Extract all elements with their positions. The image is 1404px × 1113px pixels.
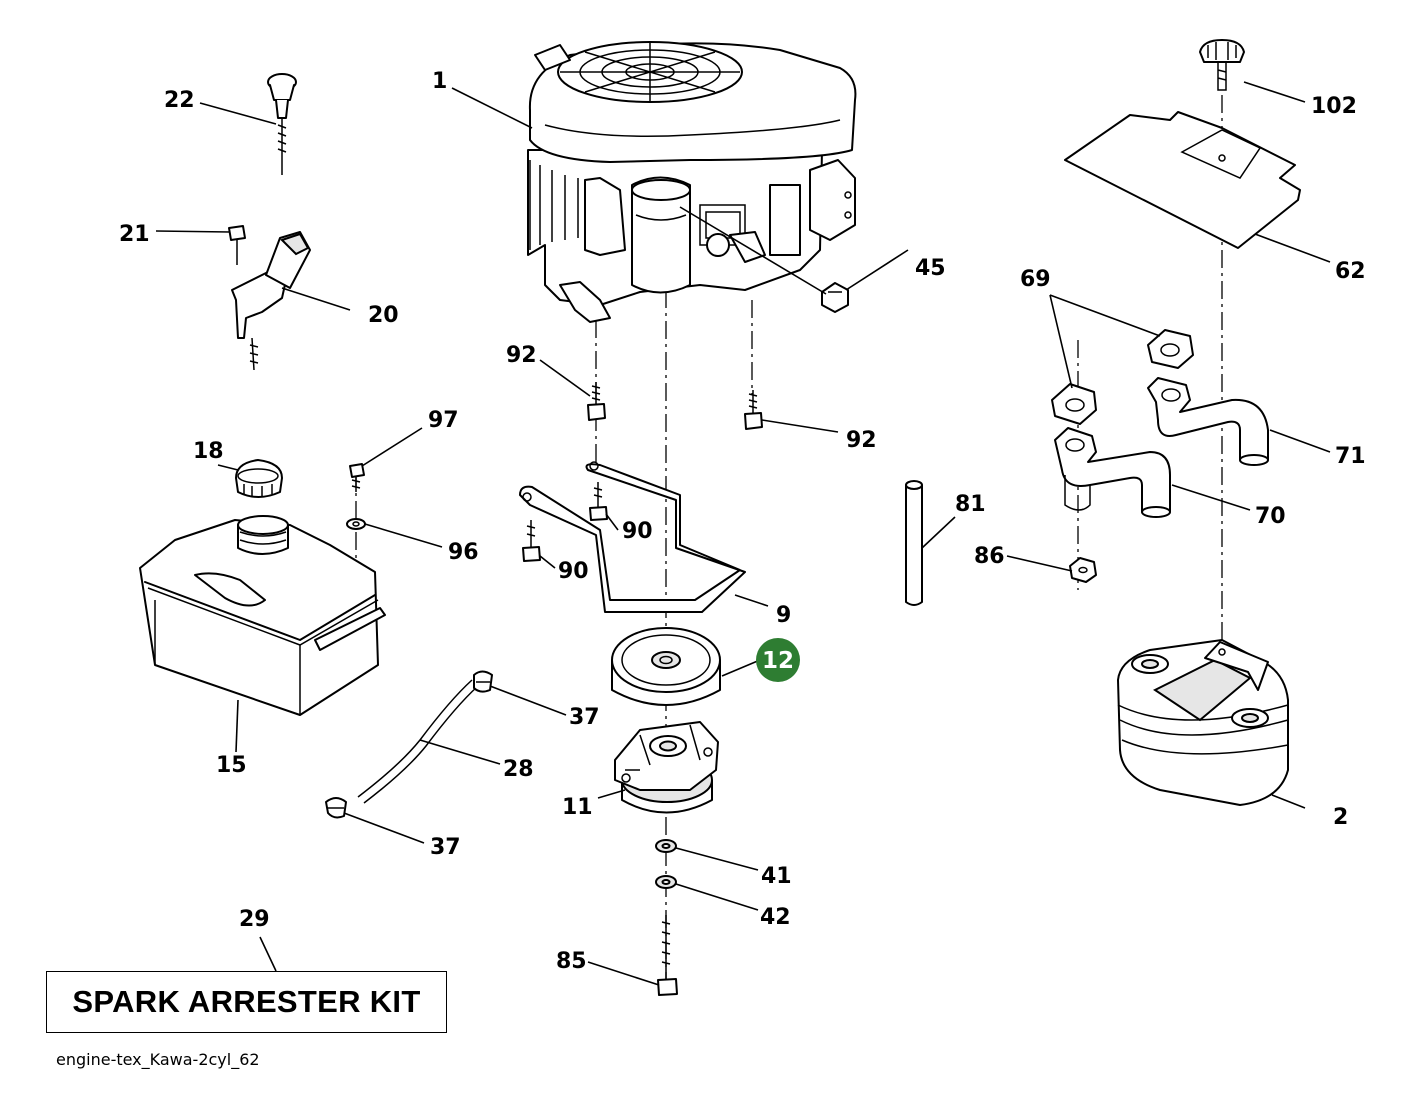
fuel-clamp-lower-part[interactable] [325,797,347,819]
engine-nut-part[interactable] [821,282,849,313]
throttle-control-part[interactable] [231,231,311,371]
callout-labels: 1 2 9 11 12 15 18 20 21 22 28 29 37 37 4… [119,69,1366,974]
callout-engine-bolt-left: 92 [506,343,537,368]
callout-fuel-line: 28 [503,757,534,782]
engine-bracket-part[interactable] [519,461,746,613]
clutch-washer-part[interactable] [655,839,677,853]
control-knob-part[interactable] [267,73,297,175]
callout-exhaust-gasket: 69 [1020,267,1051,292]
callout-clutch: 11 [562,795,593,820]
electric-clutch-part[interactable] [614,721,719,814]
callout-exhaust-pipe-upper: 71 [1335,444,1366,469]
callout-control-knob: 22 [164,88,195,113]
spark-arrester-kit-box[interactable]: SPARK ARRESTER KIT [46,971,447,1033]
leader-lines [155,81,1331,986]
callout-fuel-clamp-lower: 37 [430,835,461,860]
callout-bracket: 9 [776,603,791,628]
callout-heat-shield: 62 [1335,259,1366,284]
exhaust-pipe-lower-part[interactable] [1054,427,1171,518]
callout-bracket-bolt-lower: 90 [558,559,589,584]
callout-bracket-bolt-upper: 90 [622,519,653,544]
callout-tank-washer: 96 [448,540,479,565]
fuel-tank-part[interactable] [139,515,386,716]
callout-exhaust-nut: 86 [974,544,1005,569]
callout-throttle-control: 20 [368,303,399,328]
tube-part[interactable] [905,480,923,606]
callout-pulley: 12 [762,648,794,674]
callout-engine-nut: 45 [915,256,946,281]
fuel-line-part[interactable] [357,679,479,804]
callout-tube: 81 [955,492,986,517]
clutch-lock-washer-part[interactable] [655,875,677,889]
spark-arrester-kit-label: SPARK ARRESTER KIT [72,984,421,1019]
exhaust-gasket-upper-part[interactable] [1147,329,1194,369]
engine-bolt-left-part[interactable] [587,382,606,421]
callout-clutch-bolt: 85 [556,949,587,974]
callout-tank-bolt: 97 [428,408,459,433]
engine-bolt-right-part[interactable] [744,390,763,430]
heat-shield-part[interactable] [1064,111,1301,249]
pulley-part[interactable] [611,627,721,706]
callout-exhaust-pipe-lower: 70 [1255,504,1286,529]
shield-knob-part[interactable] [1199,39,1245,91]
callout-engine: 1 [432,69,447,94]
muffler-part[interactable] [1117,639,1289,806]
callout-engine-bolt-right: 92 [846,428,877,453]
tank-washer-part[interactable] [346,518,366,530]
callout-shield-knob: 102 [1311,94,1357,119]
callout-spark-arrester: 29 [239,907,270,932]
clutch-bolt-part[interactable] [657,915,678,996]
fuel-clamp-upper-part[interactable] [473,670,493,693]
callout-fuel-cap: 18 [193,439,224,464]
callout-clutch-lock-washer: 42 [760,905,791,930]
tank-bolt-part[interactable] [349,463,365,492]
bracket-bolt-upper-part[interactable] [589,482,608,521]
callout-fuel-tank: 15 [216,753,247,778]
engine-part[interactable] [527,41,857,323]
bracket-bolt-lower-part[interactable] [522,520,541,562]
callout-throttle-bolt: 21 [119,222,150,247]
callout-muffler: 2 [1333,805,1348,830]
diagram-id-caption: engine-tex_Kawa-2cyl_62 [56,1050,260,1069]
callout-clutch-washer: 41 [761,864,792,889]
fuel-cap-part[interactable] [235,459,283,498]
callout-fuel-clamp-upper: 37 [569,705,600,730]
exhaust-pipe-upper-part[interactable] [1147,377,1269,466]
callout-pulley-highlight[interactable]: 12 [756,638,800,682]
exhaust-gasket-lower-part[interactable] [1051,383,1097,425]
exhaust-nut-part[interactable] [1069,557,1097,583]
throttle-bolt-part[interactable] [228,225,246,265]
